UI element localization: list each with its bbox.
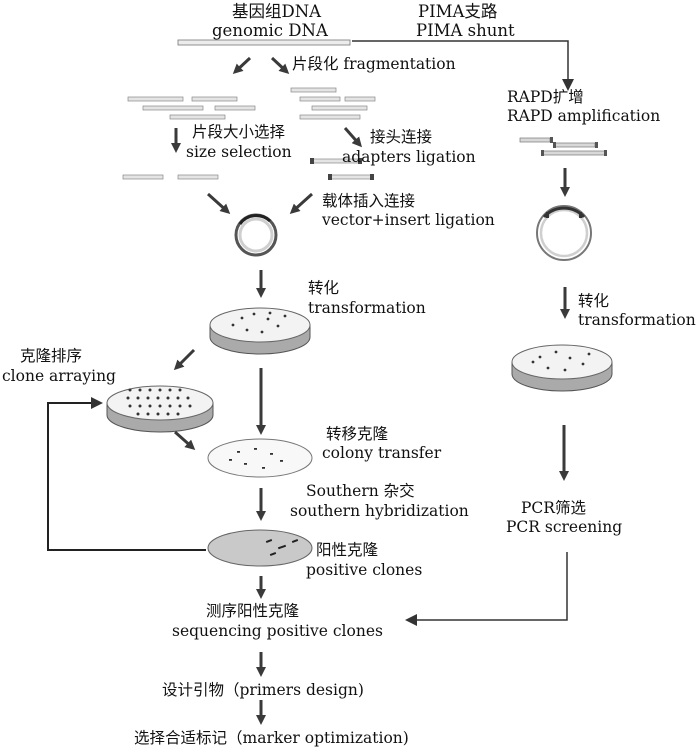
rapd-amplification-label-en: RAPD amplification	[507, 107, 661, 125]
clone-array-dish	[106, 385, 214, 433]
marker-optimization-label: 选择合适标记（marker optimization)	[134, 729, 409, 747]
pima-shunt-label-en: PIMA shunt	[416, 21, 515, 40]
transformation-label-en: transformation	[308, 299, 426, 317]
pima-transformation-label-en: transformation	[578, 311, 696, 329]
pima-transformation-dish	[511, 344, 613, 392]
genomic-dna-label-en: genomic DNA	[212, 21, 328, 40]
southern-hybridization-label-en: southern hybridization	[290, 502, 469, 520]
size-selection-label-en: size selection	[186, 143, 292, 161]
adapters-ligation-label-en: adapters ligation	[342, 148, 476, 166]
vector-ligation-label-cn: 载体插入连接	[322, 192, 416, 210]
genomic-dna-label-cn: 基因组DNA	[232, 2, 322, 21]
size-selected-fragments	[122, 174, 219, 180]
pima-shunt-label-cn: PIMA支路	[418, 2, 498, 21]
southern-hybridization-label-cn: Southern 杂交	[306, 482, 415, 500]
sequencing-label-cn: 测序阳性克隆	[206, 602, 300, 620]
pima-vector-plasmid	[536, 205, 592, 261]
pcr-to-sequencing-arrow	[405, 552, 568, 626]
transformation-label-cn: 转化	[308, 279, 340, 297]
colony-transfer-label-cn: 转移克隆	[326, 425, 389, 443]
rapd-amplification-label-cn: RAPD扩增	[507, 88, 584, 106]
vector-ligation-label-en: vector+insert ligation	[322, 211, 495, 229]
pima-transformation-label-cn: 转化	[578, 292, 610, 310]
primers-design-label: 设计引物（primers design)	[162, 681, 364, 699]
sequencing-label-en: sequencing positive clones	[172, 622, 383, 640]
rapd-fragments	[519, 137, 607, 156]
pcr-screening-label-en: PCR screening	[506, 518, 623, 536]
fragmentation-label: 片段化 fragmentation	[292, 55, 456, 73]
vector-plasmid	[234, 213, 278, 257]
positive-clones-label-en: positive clones	[306, 561, 423, 579]
colony-transfer-label-en: colony transfer	[322, 444, 442, 462]
colony-transfer-membrane	[207, 438, 313, 478]
genomic-dna-bar	[177, 39, 351, 46]
adapter-ligated-fragments	[310, 158, 374, 180]
clone-arraying-label-cn: 克隆排序	[20, 347, 83, 365]
clone-arraying-label-en: clone arraying	[2, 367, 116, 385]
transformation-dish	[209, 307, 311, 355]
pima-shunt-arrow	[352, 40, 574, 91]
adapters-ligation-label-cn: 接头连接	[370, 128, 433, 146]
positive-clones-membrane	[207, 529, 313, 567]
size-selection-label-cn: 片段大小选择	[192, 123, 286, 141]
pcr-screening-label-cn: PCR筛选	[521, 499, 586, 517]
feedback-loop-arrow	[47, 397, 206, 551]
flow-arrows	[171, 56, 570, 725]
positive-clones-label-cn: 阳性克隆	[316, 541, 379, 559]
dna-fragments	[127, 87, 376, 120]
